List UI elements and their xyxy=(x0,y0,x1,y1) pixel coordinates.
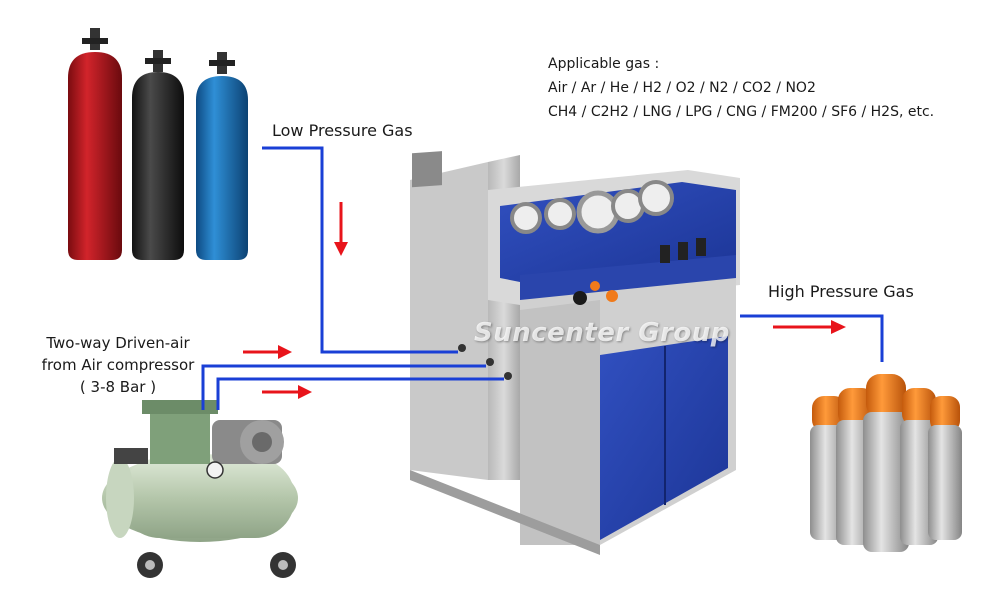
arrow-down xyxy=(334,202,348,256)
driven-air-pipe-1 xyxy=(201,364,486,410)
driven-air-line-2: from Air compressor xyxy=(41,356,195,374)
hp-cylinder-3 xyxy=(863,374,909,552)
driven-air-line-3: ( 3-8 Bar ) xyxy=(79,378,157,396)
arrow-right-3 xyxy=(773,320,846,334)
applicable-gas-list: Applicable gas : Air / Ar / He / H2 / O2… xyxy=(548,52,934,124)
arrow-right-1 xyxy=(243,345,292,359)
applicable-gas-line-2: CH4 / C2H2 / LNG / LPG / CNG / FM200 / S… xyxy=(548,104,935,120)
low-pressure-label: Low Pressure Gas xyxy=(272,121,413,140)
applicable-gas-heading: Applicable gas : xyxy=(548,56,660,72)
low-pressure-pipe xyxy=(262,146,458,354)
applicable-gas-line-1: Air / Ar / He / H2 / O2 / N2 / CO2 / NO2 xyxy=(548,80,816,96)
control-knobs xyxy=(573,238,706,305)
air-compressor xyxy=(102,400,298,578)
blue-cylinder xyxy=(196,52,248,260)
black-cylinder xyxy=(132,50,184,260)
high-pressure-cylinders xyxy=(810,374,962,552)
gas-booster-machine xyxy=(410,151,740,555)
driven-air-line-1: Two-way Driven-air xyxy=(46,334,190,352)
hp-cylinder-5 xyxy=(928,396,962,540)
side-ports xyxy=(458,344,512,380)
flow-pipes xyxy=(201,146,884,410)
watermark: Suncenter Group xyxy=(474,318,730,348)
red-cylinder xyxy=(68,28,122,260)
flow-arrows xyxy=(243,202,846,399)
driven-air-label: Two-way Driven-air from Air compressor (… xyxy=(18,332,218,398)
high-pressure-pipe xyxy=(740,314,884,362)
pressure-gauges xyxy=(510,180,674,234)
arrow-right-2 xyxy=(262,385,312,399)
driven-air-pipe-2 xyxy=(216,377,504,410)
low-pressure-cylinders xyxy=(68,28,248,260)
high-pressure-label: High Pressure Gas xyxy=(768,282,914,301)
